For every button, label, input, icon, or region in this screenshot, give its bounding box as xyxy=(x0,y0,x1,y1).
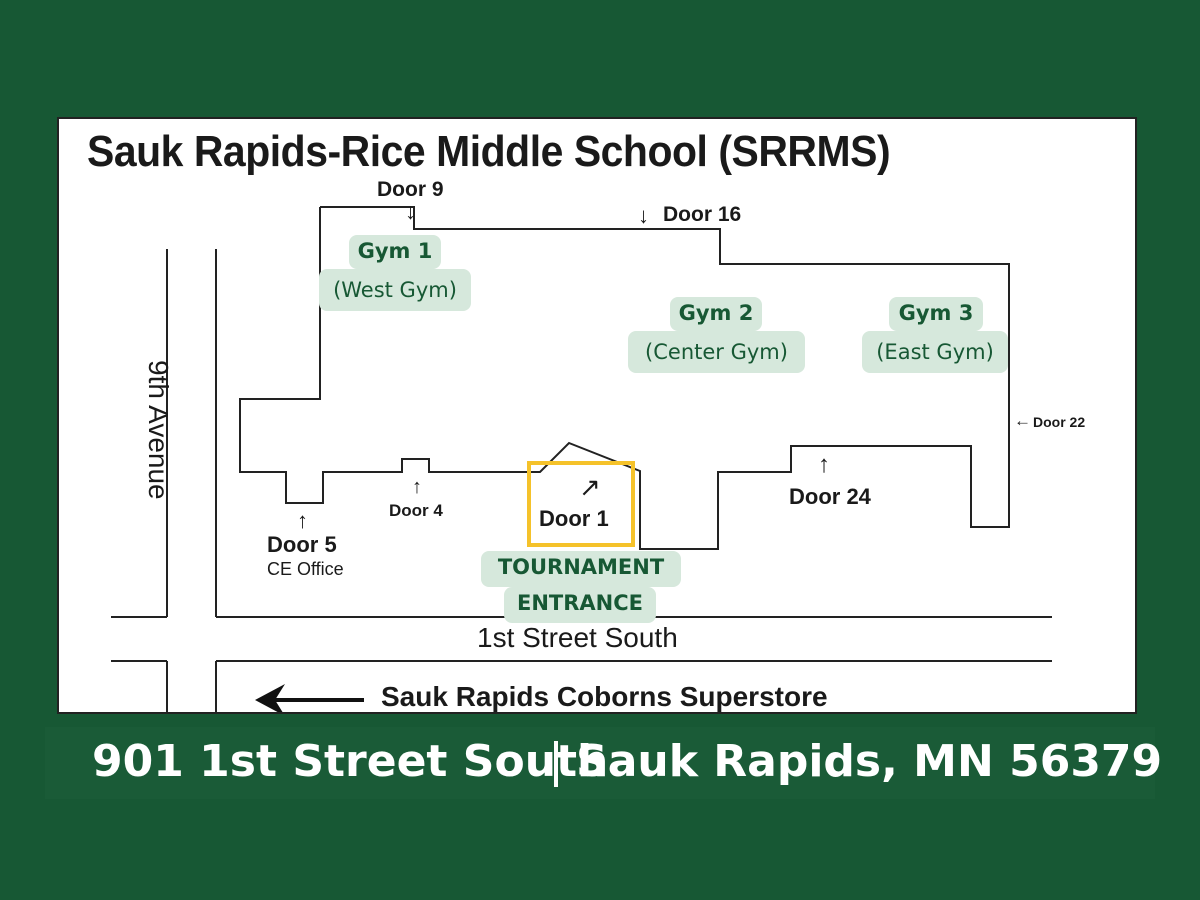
gym3-name-bg: Gym 3 xyxy=(889,297,983,331)
gym3-sub-bg: (East Gym) xyxy=(862,331,1008,373)
avenue-label: 9th Avenue xyxy=(143,360,174,500)
door1-arrow-icon: ↗ xyxy=(579,472,601,502)
tournament-line1-bg: TOURNAMENT xyxy=(481,551,681,587)
door5-arrow-icon: ↑ xyxy=(297,508,308,533)
tournament-line2-bg: ENTRANCE xyxy=(504,587,656,623)
gym1-sub: (West Gym) xyxy=(333,278,457,302)
door5-label: Door 5 xyxy=(267,532,337,557)
gym1-name-bg: Gym 1 xyxy=(349,235,441,269)
gym2-name: Gym 2 xyxy=(678,301,754,325)
gym1-name: Gym 1 xyxy=(357,239,433,263)
map-title: Sauk Rapids-Rice Middle School (SRRMS) xyxy=(87,127,891,176)
door5-sublabel: CE Office xyxy=(267,559,344,579)
address-street: 901 1st Street South xyxy=(92,736,609,787)
door1-label: Door 1 xyxy=(539,506,609,531)
map-panel: Sauk Rapids-Rice Middle School (SRRMS) D… xyxy=(57,117,1137,714)
door1-highlight xyxy=(527,461,635,547)
store-label: Sauk Rapids Coborns Superstore xyxy=(381,681,828,712)
street-label: 1st Street South xyxy=(477,622,678,653)
address-bar xyxy=(45,727,1155,799)
door9-arrow-icon: ↓ xyxy=(405,199,416,224)
door16-label: Door 16 xyxy=(663,203,742,226)
tournament-line1: TOURNAMENT xyxy=(497,555,665,579)
gym1-sub-bg: (West Gym) xyxy=(319,269,471,311)
address-divider xyxy=(554,741,558,787)
address-city: Sauk Rapids, MN 56379 xyxy=(576,736,1163,787)
door24-arrow-icon: ↑ xyxy=(818,451,830,478)
gym2-name-bg: Gym 2 xyxy=(670,297,762,331)
door4-label: Door 4 xyxy=(389,501,443,520)
door24-label: Door 24 xyxy=(789,484,871,509)
door22-label: Door 22 xyxy=(1033,414,1086,430)
gym2-sub: (Center Gym) xyxy=(645,340,788,364)
door9-label: Door 9 xyxy=(377,178,444,201)
gym3-sub: (East Gym) xyxy=(876,340,994,364)
tournament-line2: ENTRANCE xyxy=(517,591,643,615)
door22-arrow-icon: ← xyxy=(1014,411,1031,430)
door16-arrow-icon: ↓ xyxy=(638,203,649,228)
door4-arrow-icon: ↑ xyxy=(412,476,422,498)
gym3-name: Gym 3 xyxy=(898,301,974,325)
gym2-sub-bg: (Center Gym) xyxy=(628,331,805,373)
